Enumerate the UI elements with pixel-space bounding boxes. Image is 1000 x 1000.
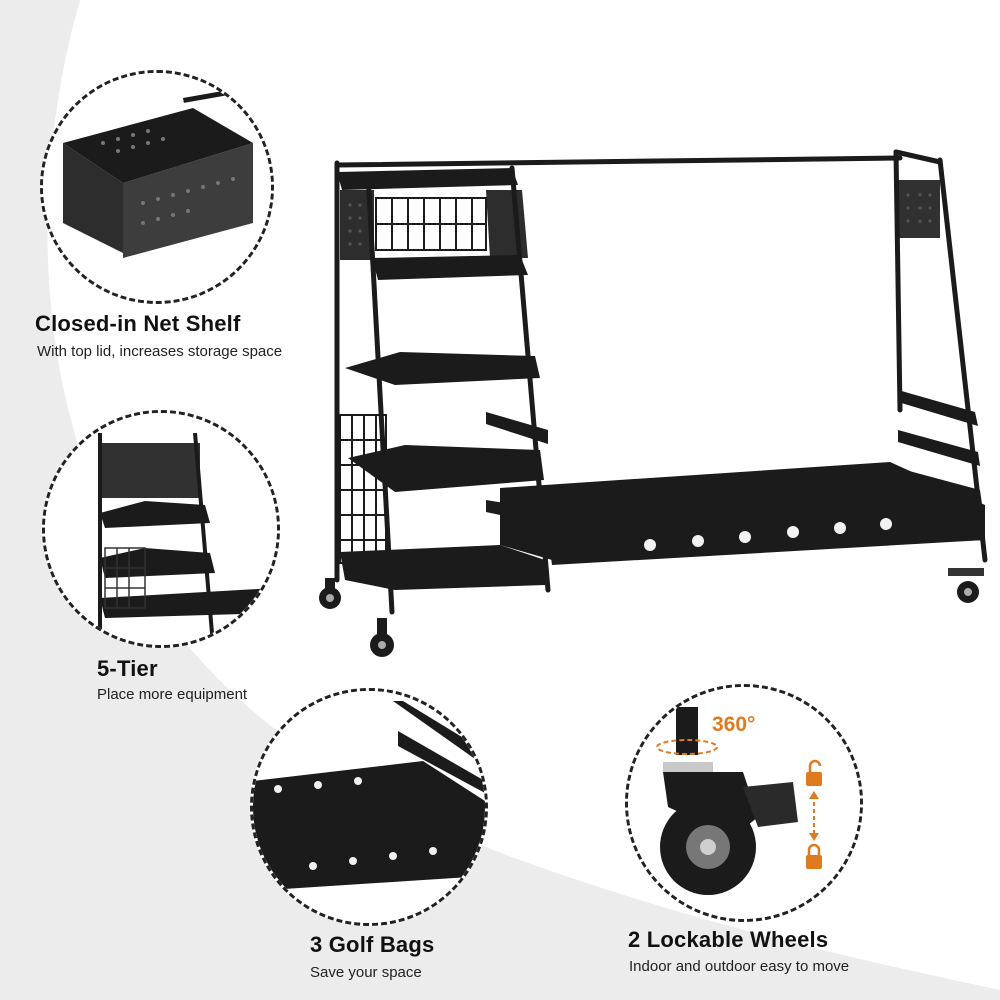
tier-closeup-image: [42, 410, 280, 648]
feature-title: Closed-in Net Shelf: [35, 311, 241, 336]
golf-bag-tray-closeup-image: [250, 688, 488, 926]
feature-subtitle: Save your space: [310, 964, 422, 981]
golf-rack-product-image: [319, 149, 988, 657]
locked-icon: [806, 843, 822, 869]
unlocked-icon: [806, 759, 822, 786]
feature-subtitle: Indoor and outdoor easy to move: [629, 958, 850, 975]
feature-subtitle: Place more equipment: [97, 686, 248, 703]
feature-subtitle: With top lid, increases storage space: [37, 343, 283, 360]
rotation-label: 360°: [712, 713, 756, 736]
wheel-closeup-image: [625, 684, 863, 922]
feature-title: 3 Golf Bags: [310, 932, 435, 957]
feature-title: 2 Lockable Wheels: [628, 927, 829, 952]
feature-title: 5-Tier: [97, 656, 158, 681]
net-shelf-closeup-image: [40, 70, 274, 304]
